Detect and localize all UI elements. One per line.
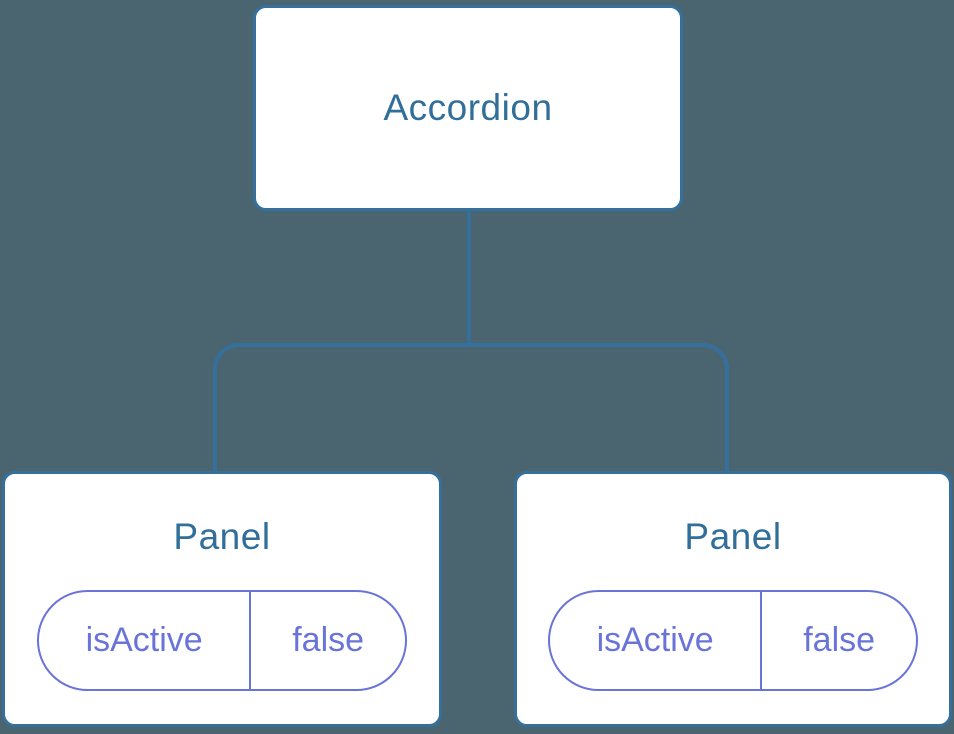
panel-node-right: Panel isActive false <box>514 471 952 727</box>
panel-left-label: Panel <box>173 516 271 557</box>
panel-right-state-key: isActive <box>550 592 763 689</box>
panel-left-state-key: isActive <box>39 592 252 689</box>
panel-node-left: Panel isActive false <box>2 471 442 727</box>
accordion-node-label: Accordion <box>383 87 553 128</box>
accordion-node: Accordion <box>253 5 683 211</box>
panel-right-label: Panel <box>684 516 782 557</box>
panel-left-state-value: false <box>292 621 365 659</box>
panel-left-state-pill: isActive false <box>37 590 407 691</box>
panel-right-state-pill: isActive false <box>548 590 918 691</box>
panel-right-state-value: false <box>803 621 876 659</box>
connector-bracket-line <box>213 343 729 473</box>
connector-stem-line <box>467 209 471 345</box>
